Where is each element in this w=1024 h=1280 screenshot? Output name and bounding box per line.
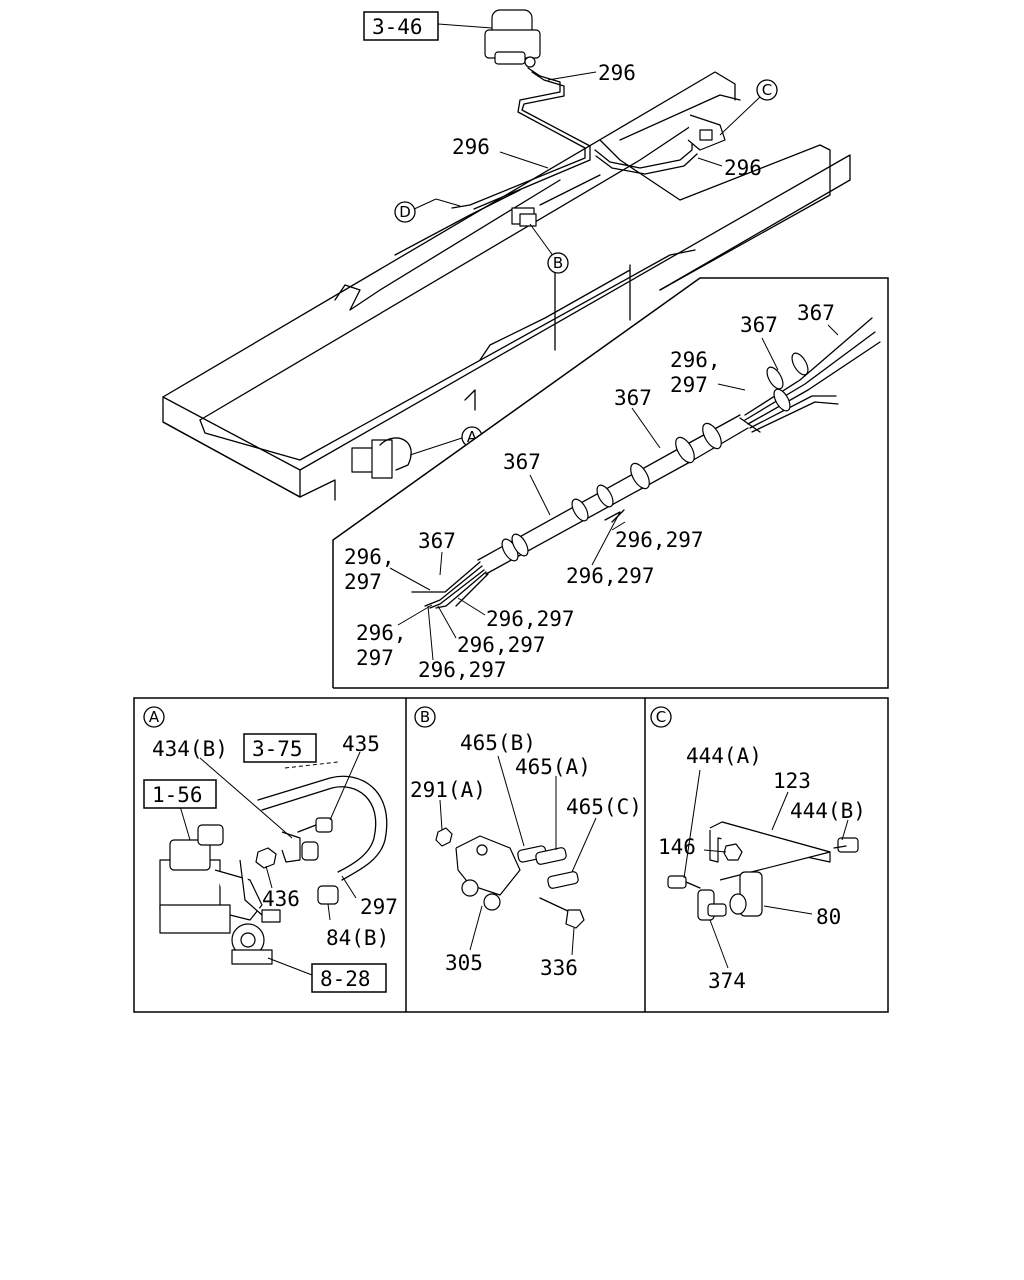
label-296-comma-c: 296,: [356, 621, 407, 645]
label-296-mid: 296: [452, 135, 490, 159]
label-296-297-c: 296,297: [486, 607, 575, 631]
label-297-a-panel: 297: [360, 895, 398, 919]
label-336: 336: [540, 956, 578, 980]
label-465c: 465(C): [566, 795, 642, 819]
detail-b-leaders: [439, 755, 597, 956]
label-297-b: 297: [344, 570, 382, 594]
chassis-frame: [162, 71, 851, 501]
label-80: 80: [816, 905, 841, 929]
label-465a: 465(A): [515, 755, 591, 779]
label-123: 123: [773, 769, 811, 793]
pipe-bracket-c: [687, 114, 726, 151]
detail-a-parts: [159, 761, 388, 965]
harness-leaders: [389, 324, 839, 661]
harness-detail-panel: [332, 277, 889, 689]
label-146: 146: [658, 835, 696, 859]
label-296-comma-b: 296,: [344, 545, 395, 569]
detail-c-parts: [667, 821, 859, 921]
ref-1-56: 1-56: [152, 783, 203, 807]
brake-pipes: [451, 67, 698, 210]
detail-panels-frame: [133, 697, 889, 1013]
callout-a: A: [467, 428, 478, 446]
label-296-297-b: 296,297: [566, 564, 655, 588]
label-297-a: 297: [670, 373, 708, 397]
top-leaders: [409, 23, 761, 456]
label-297-c: 297: [356, 646, 394, 670]
label-367-b: 367: [797, 301, 835, 325]
label-434b: 434(B): [152, 737, 228, 761]
pipe-bracket-a: [351, 437, 412, 479]
label-296-comma-a: 296,: [670, 348, 721, 372]
panel-c-tag: C: [656, 708, 666, 726]
label-84b: 84(B): [326, 926, 389, 950]
panel-b-tag: B: [420, 708, 430, 726]
label-367-d: 367: [503, 450, 541, 474]
detail-c-leaders: [683, 769, 849, 969]
label-436: 436: [262, 887, 300, 911]
label-465b: 465(B): [460, 731, 536, 755]
detail-b-parts: [435, 827, 585, 929]
label-296-right: 296: [724, 156, 762, 180]
ref-3-46: 3-46: [372, 15, 423, 39]
label-367-c: 367: [614, 386, 652, 410]
callout-d: D: [399, 203, 411, 221]
label-367-e: 367: [418, 529, 456, 553]
label-296-297-e: 296,297: [418, 658, 507, 682]
label-305: 305: [445, 951, 483, 975]
label-296-297-a: 296,297: [615, 528, 704, 552]
pipe-harness: [411, 317, 881, 609]
panel-a-tag: A: [149, 708, 160, 726]
detail-a-leaders: [179, 751, 361, 976]
label-435: 435: [342, 732, 380, 756]
ref-8-28: 8-28: [320, 967, 371, 991]
label-444b: 444(B): [790, 799, 866, 823]
label-296-297-d: 296,297: [457, 633, 546, 657]
pipe-bracket-b: [511, 207, 537, 227]
label-444a: 444(A): [686, 744, 762, 768]
air-dryer: [484, 9, 541, 68]
callout-c: C: [762, 81, 772, 99]
ref-3-75: 3-75: [252, 737, 303, 761]
label-291a: 291(A): [410, 778, 486, 802]
callout-b: B: [553, 254, 563, 272]
label-367-a: 367: [740, 313, 778, 337]
label-296-upper: 296: [598, 61, 636, 85]
label-374: 374: [708, 969, 746, 993]
